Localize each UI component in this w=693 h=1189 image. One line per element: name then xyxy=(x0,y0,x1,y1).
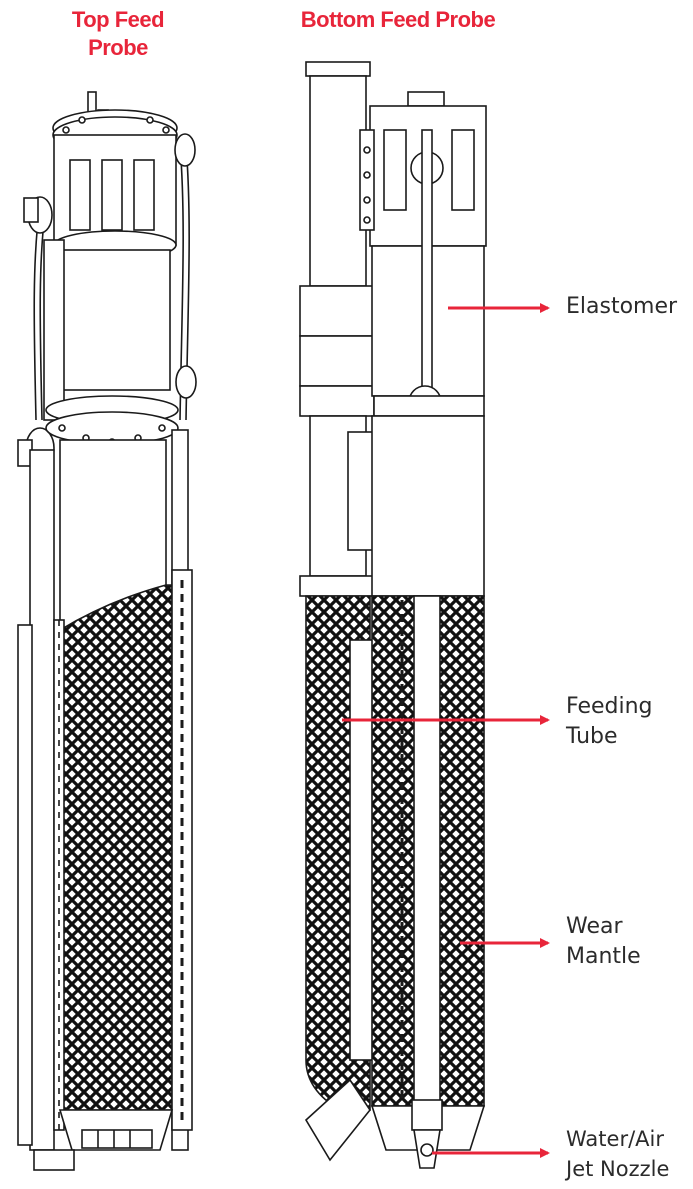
bottom-angled-outlet xyxy=(304,1078,371,1162)
top-nose-cone xyxy=(33,1109,174,1171)
bottom-nose-cone xyxy=(370,1099,486,1169)
bottom-mid-flange xyxy=(373,395,485,417)
feeding-tube-label: Feeding Tube xyxy=(566,692,653,752)
top-right-lug-column xyxy=(171,569,193,1131)
jet-nozzle-label-line-1: Water/Air xyxy=(566,1127,664,1151)
top-feed-title-line-2: Probe xyxy=(88,35,148,60)
feeding-tube-label-line-1: Feeding xyxy=(566,694,653,719)
feeding-tube-label-line-2: Tube xyxy=(566,724,618,749)
bottom-center-slot xyxy=(413,595,441,1107)
top-left-lug-column xyxy=(17,619,65,1146)
bottom-pipe-coupling-2 xyxy=(299,335,375,387)
top-left-spine-rod xyxy=(43,239,65,421)
bottom-feed-pipe-upper xyxy=(309,75,367,287)
bottom-jet-nozzle xyxy=(420,1143,434,1157)
top-feed-probe xyxy=(17,91,197,1171)
elastomer-label-line-1: Elastomer xyxy=(566,294,678,319)
top-left-rail xyxy=(29,449,55,1151)
bottom-lower-body xyxy=(371,415,485,597)
bottom-pipe-coupling-1 xyxy=(299,285,375,337)
top-cage-frame xyxy=(53,134,177,273)
elastomer-label: Elastomer xyxy=(566,292,677,322)
top-wear-mantle xyxy=(59,584,173,1111)
top-feed-probe-title: Top Feed Probe xyxy=(58,6,178,62)
bottom-feed-probe-title: Bottom Feed Probe xyxy=(300,7,496,32)
top-feed-title-line-1: Top Feed xyxy=(71,7,165,32)
bottom-pipe-coupling-3 xyxy=(299,385,375,417)
wear-mantle-label-line-2: Mantle xyxy=(566,944,641,969)
jet-nozzle-label: Water/Air Jet Nozzle xyxy=(566,1124,669,1184)
jet-nozzle-label-line-2: Jet Nozzle xyxy=(566,1157,670,1181)
top-elastomer-body xyxy=(61,249,171,391)
bottom-pipe-coupling-4 xyxy=(299,575,375,597)
bottom-pipe-cap xyxy=(305,61,371,77)
wear-mantle-label: Wear Mantle xyxy=(566,912,641,972)
wear-mantle-label-line-1: Wear xyxy=(566,914,623,939)
bottom-feed-probe xyxy=(299,61,487,1169)
top-lower-flange xyxy=(45,395,179,446)
